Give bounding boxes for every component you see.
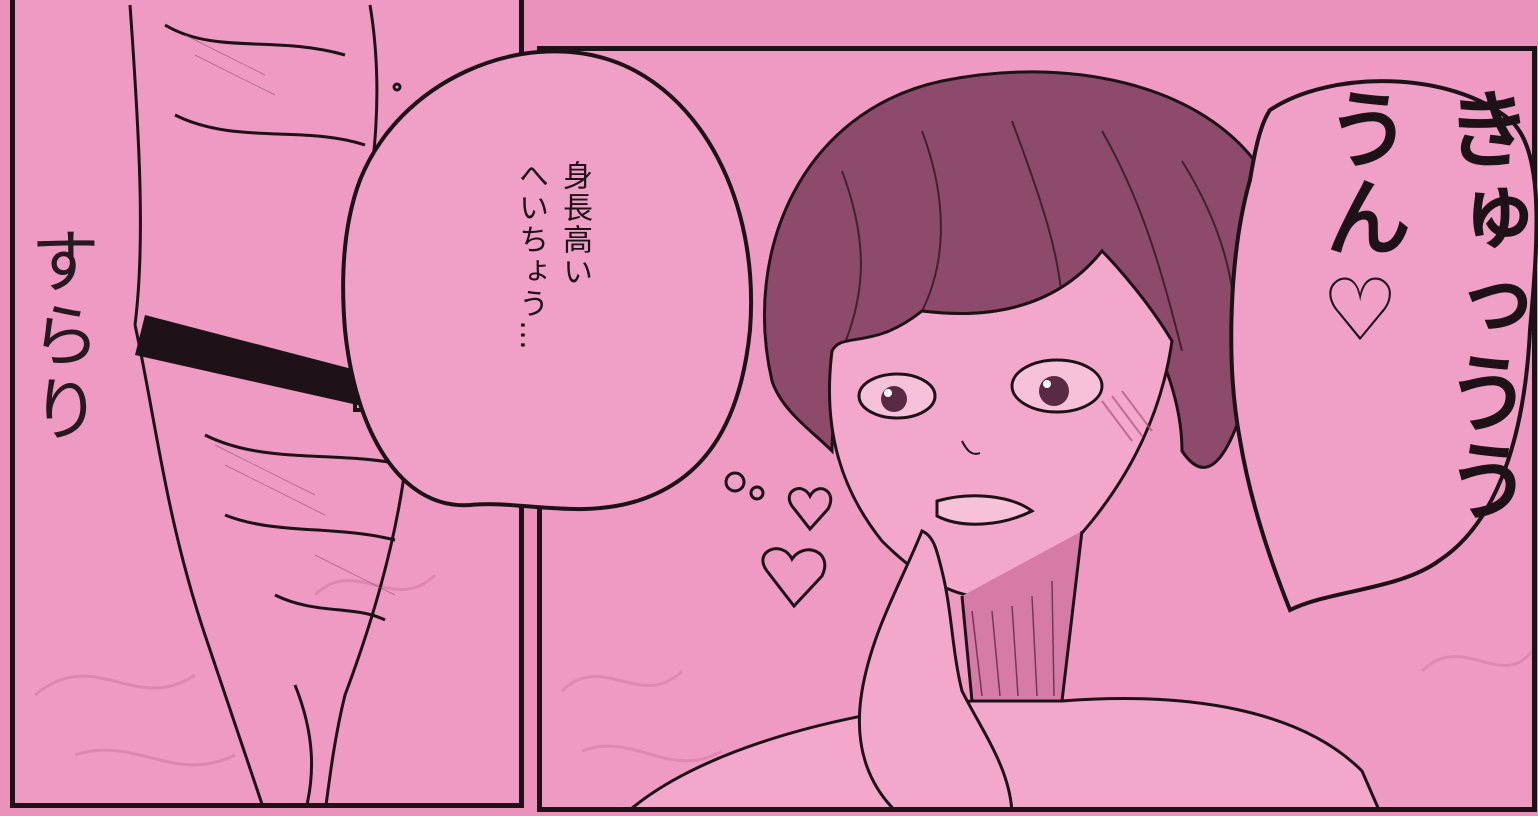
heart-large-icon: [761, 547, 827, 609]
right-panel-art: [560, 70, 1532, 807]
mouth: [935, 494, 1035, 526]
belt: [135, 315, 380, 410]
heart-small-icon: [787, 487, 833, 532]
face: [828, 248, 1174, 598]
thought-text: 身長高い へいちょう…: [513, 160, 592, 352]
blush: [1101, 390, 1153, 442]
nose: [961, 440, 981, 455]
hand: [857, 529, 1013, 807]
shoulders: [631, 697, 1380, 807]
speech-text: きゅっうう うん♡: [1310, 85, 1530, 525]
left-eye: [857, 372, 937, 420]
sound-effect-text: すらり: [19, 225, 101, 447]
right-eye: [1010, 358, 1104, 414]
